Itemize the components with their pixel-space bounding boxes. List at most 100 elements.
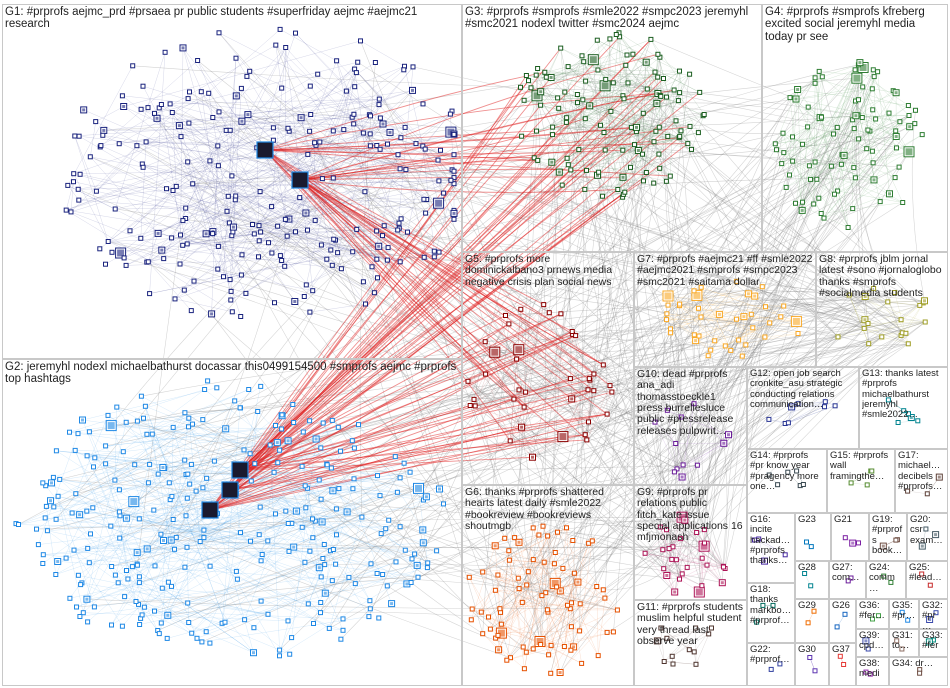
network-node[interactable] [819,114,824,120]
network-node[interactable] [307,309,313,315]
network-node[interactable] [307,548,313,554]
network-node[interactable] [502,535,508,541]
network-node[interactable] [816,68,822,74]
network-node[interactable] [136,574,142,580]
network-node[interactable] [793,200,798,206]
network-node[interactable] [787,172,792,178]
network-node[interactable] [582,186,588,192]
network-node[interactable] [194,635,200,641]
network-node[interactable] [335,250,341,256]
network-node[interactable] [318,445,324,451]
network-node[interactable] [664,317,669,323]
network-node[interactable] [34,526,39,532]
network-node[interactable] [315,71,321,77]
network-node[interactable] [367,598,373,604]
network-node[interactable] [856,97,861,103]
network-node[interactable] [702,540,707,546]
network-node[interactable] [144,431,150,437]
network-node[interactable] [658,625,664,631]
network-node[interactable] [424,565,430,571]
network-node[interactable] [600,193,605,199]
network-node[interactable] [538,102,544,108]
network-node[interactable] [380,572,386,577]
network-node[interactable] [376,615,382,621]
network-node[interactable] [385,141,390,147]
network-node[interactable] [721,564,726,570]
network-node[interactable] [375,473,380,479]
network-node[interactable] [285,618,291,624]
network-node[interactable] [664,635,670,641]
network-node[interactable] [182,410,188,416]
network-node[interactable] [431,248,437,254]
network-node[interactable] [415,574,421,580]
network-node[interactable] [581,59,587,65]
network-node[interactable] [728,347,734,353]
network-node[interactable] [768,666,774,672]
network-node[interactable] [351,445,357,451]
network-node[interactable] [78,582,84,588]
network-node[interactable] [271,469,277,475]
network-node[interactable] [393,559,399,565]
network-node[interactable] [673,557,679,563]
network-node[interactable] [795,401,801,407]
network-node[interactable] [604,411,610,417]
network-node[interactable] [320,420,326,426]
network-node[interactable] [506,321,512,327]
network-node[interactable] [376,102,382,108]
network-node[interactable] [397,524,403,530]
network-node[interactable] [270,125,276,131]
network-node[interactable] [215,266,221,272]
network-node[interactable] [120,449,126,455]
network-node[interactable] [162,49,168,55]
network-node[interactable] [621,96,627,102]
network-node[interactable] [91,604,97,610]
network-node[interactable] [652,419,658,425]
network-node[interactable] [43,483,49,489]
network-node[interactable] [686,647,692,653]
network-node[interactable] [575,100,580,106]
network-node[interactable] [207,158,213,164]
network-node[interactable] [790,134,795,140]
network-node[interactable] [352,84,358,90]
network-node[interactable] [701,527,707,533]
network-node[interactable] [44,528,50,534]
network-node[interactable] [602,147,608,153]
network-node[interactable] [401,460,407,466]
network-node[interactable] [661,659,667,664]
network-node[interactable] [51,504,57,510]
network-node[interactable] [299,524,305,530]
network-node[interactable] [229,173,235,179]
network-node[interactable] [75,186,81,192]
network-node[interactable] [203,629,209,635]
network-node[interactable] [850,206,856,212]
network-node[interactable] [356,422,361,428]
network-node[interactable] [895,420,901,425]
network-node[interactable] [238,272,244,278]
network-node[interactable] [912,121,918,127]
network-node[interactable] [556,105,562,111]
network-node[interactable] [333,561,339,567]
network-node[interactable] [216,30,222,36]
network-node[interactable] [782,552,788,558]
network-node[interactable] [123,419,129,425]
network-node[interactable] [224,208,230,214]
network-node[interactable] [520,644,526,650]
network-node[interactable] [425,560,431,566]
network-node[interactable] [565,162,571,168]
network-node[interactable] [85,619,91,625]
network-node[interactable] [239,252,245,258]
network-node[interactable] [669,556,675,562]
network-node[interactable] [630,51,636,57]
network-node[interactable] [864,482,870,488]
network-node[interactable] [480,631,486,637]
network-node[interactable] [877,199,883,205]
network-node[interactable] [834,124,840,130]
network-node[interactable] [115,580,121,586]
network-node[interactable] [139,612,145,618]
network-node[interactable] [516,387,522,393]
network-node[interactable] [685,141,691,147]
network-node[interactable] [338,266,344,272]
network-node[interactable] [285,521,291,526]
network-node[interactable] [140,164,146,170]
network-node[interactable] [608,108,614,114]
